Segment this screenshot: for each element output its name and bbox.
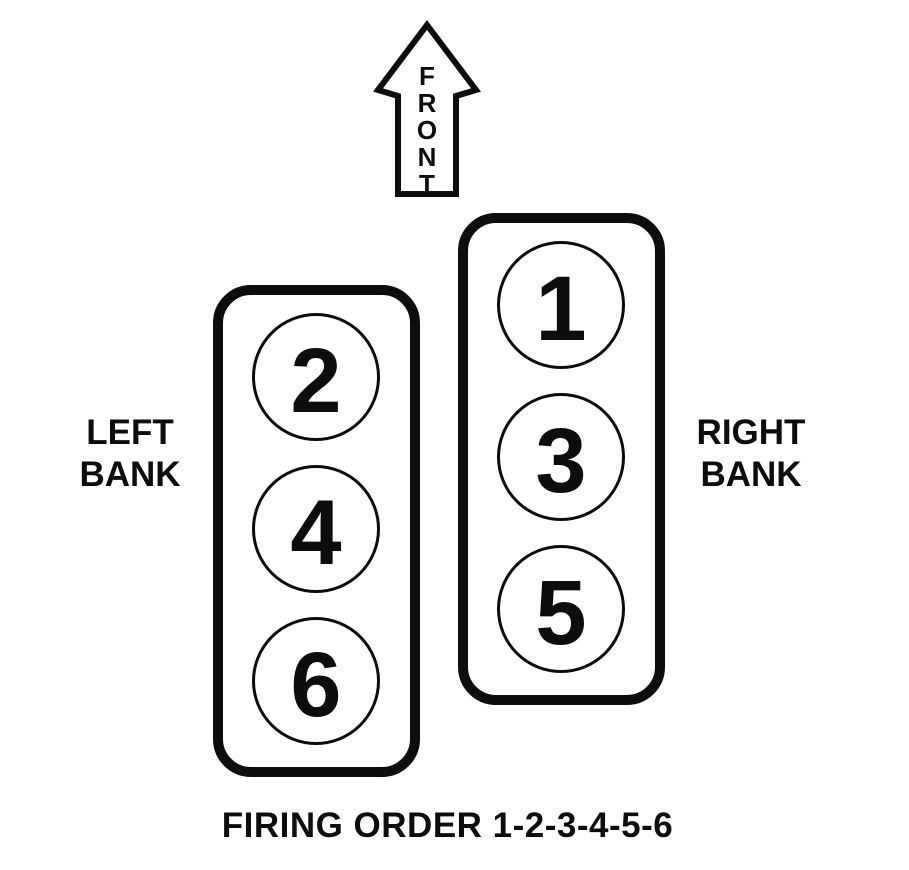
right-bank-label-line1: RIGHT (696, 413, 806, 452)
left-bank-outline: 2 4 6 (213, 285, 420, 777)
cylinder-4: 4 (252, 465, 380, 593)
front-arrow-icon (373, 20, 481, 197)
cylinder-3: 3 (497, 393, 625, 521)
firing-order-caption: FIRING ORDER 1-2-3-4-5-6 (221, 806, 674, 845)
cylinder-5-number: 5 (535, 562, 587, 664)
front-arrow-outline (373, 20, 481, 197)
right-bank-label-line2: BANK (700, 455, 802, 494)
cylinder-1: 1 (497, 241, 625, 369)
right-bank-outline: 1 3 5 (458, 213, 665, 705)
left-bank-label-line1: LEFT (86, 413, 174, 452)
cylinder-6-number: 6 (290, 634, 342, 736)
cylinder-2-number: 2 (290, 330, 342, 432)
left-bank-label-line2: BANK (79, 455, 181, 494)
front-arrow-label: FRONT (412, 60, 442, 196)
cylinder-1-number: 1 (535, 258, 587, 360)
cylinder-6: 6 (252, 617, 380, 745)
right-bank-label: RIGHT BANK (666, 412, 836, 496)
cylinder-4-number: 4 (290, 482, 342, 584)
cylinder-3-number: 3 (535, 410, 587, 512)
cylinder-5: 5 (497, 545, 625, 673)
left-bank-label: LEFT BANK (45, 412, 215, 496)
cylinder-2: 2 (252, 313, 380, 441)
